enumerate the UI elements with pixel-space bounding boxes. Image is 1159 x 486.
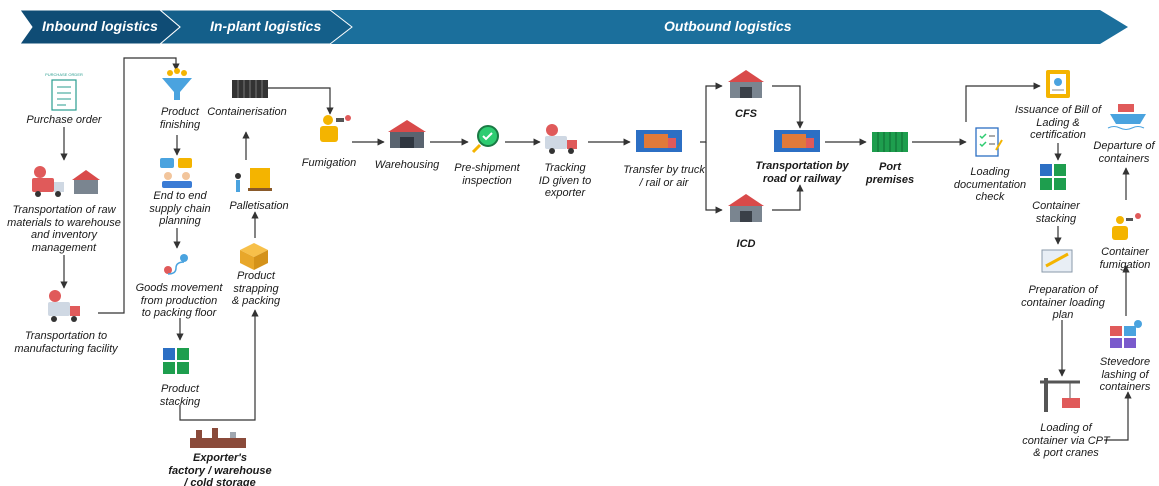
step-supply-chain-planning: End to end supply chain planning bbox=[149, 190, 211, 227]
arrow-container-to-fumigation bbox=[268, 87, 334, 115]
step-warehousing: Warehousing bbox=[374, 159, 440, 171]
truck-warehouse-icon bbox=[32, 166, 100, 197]
step-bill-of-lading: Issuance of Bill of Lading & certificati… bbox=[1014, 104, 1102, 141]
phase-banner bbox=[19, 9, 1128, 45]
banner-inbound bbox=[19, 9, 181, 45]
arrow-stacking-to-strapping bbox=[179, 309, 259, 421]
step-goods-movement: Goods movement from production to packin… bbox=[135, 282, 223, 319]
step-exporter-factory: Exporter's factory / warehouse / cold st… bbox=[168, 452, 272, 486]
step-transport-to-manufacturing: Transportation to manufacturing facility bbox=[14, 330, 118, 355]
truck-icon bbox=[48, 290, 80, 322]
tracking-truck-icon bbox=[545, 124, 577, 154]
step-icd: ICD bbox=[736, 238, 756, 250]
step-port-premises: Port premises bbox=[865, 161, 915, 186]
step-pre-shipment-inspection: Pre-shipment inspection bbox=[454, 162, 520, 187]
arrow-crane-to-stevedore bbox=[1104, 391, 1132, 441]
container-lashing-icon bbox=[1110, 320, 1142, 348]
arrow-cfs-to-road bbox=[772, 85, 804, 129]
arrow-transfer-to-icd bbox=[705, 142, 723, 214]
svg-text:PURCHASE ORDER: PURCHASE ORDER bbox=[45, 72, 83, 77]
step-transfer: Transfer by truck / rail or air bbox=[623, 164, 705, 189]
phase-inbound-logistics: Inbound logistics bbox=[42, 18, 158, 34]
arrow-loadingdoc-to-bol bbox=[965, 82, 1041, 122]
factory-icon bbox=[190, 428, 246, 448]
step-road-or-railway: Transportation by road or railway bbox=[755, 160, 849, 185]
step-loading-documentation: Loading documentation check bbox=[953, 166, 1027, 203]
blueprint-pencil-icon bbox=[1041, 249, 1073, 273]
product-stacking-icon bbox=[163, 348, 189, 374]
crane-icon bbox=[1040, 378, 1080, 412]
magnifier-check-icon bbox=[471, 125, 499, 154]
icd-warehouse-icon bbox=[728, 194, 764, 222]
team-planning-icon bbox=[160, 158, 192, 188]
flow-arrows bbox=[60, 57, 1132, 441]
fumigation-icon bbox=[320, 115, 351, 142]
step-container-fumigation: Container fumigation bbox=[1099, 246, 1151, 271]
container-icon bbox=[232, 80, 268, 98]
step-cfs: CFS bbox=[735, 108, 757, 120]
step-palletisation: Palletisation bbox=[229, 200, 289, 212]
road-rail-truck-icon bbox=[774, 130, 820, 152]
step-product-stacking: Product stacking bbox=[159, 383, 201, 408]
checklist-icon bbox=[975, 127, 1003, 157]
step-crane-loading: Loading of container via CPT & port cran… bbox=[1022, 422, 1110, 459]
container-stacking-icon bbox=[1040, 164, 1066, 190]
step-product-strapping: Product strapping & packing bbox=[231, 270, 281, 307]
phase-outbound-logistics: Outbound logistics bbox=[664, 18, 792, 34]
step-product-finishing: Product finishing bbox=[159, 106, 201, 131]
arrow-icd-to-road bbox=[772, 184, 804, 211]
step-tracking-id: Tracking ID given to exporter bbox=[538, 162, 592, 199]
step-stevedore-lashing: Stevedore lashing of containers bbox=[1099, 356, 1151, 393]
step-fumigation: Fumigation bbox=[301, 157, 357, 169]
arrow-mfg-to-finishing bbox=[98, 57, 180, 314]
banner-outbound bbox=[330, 10, 1128, 44]
warehouse-icon bbox=[388, 120, 426, 148]
clipboard-icon bbox=[1046, 70, 1070, 98]
step-container-loading-plan: Preparation of container loading plan bbox=[1021, 284, 1105, 321]
package-icon bbox=[240, 243, 268, 270]
transfer-truck-icon bbox=[636, 130, 682, 152]
step-purchase-order: Purchase order bbox=[26, 114, 102, 126]
route-icon bbox=[164, 254, 188, 275]
ship-icon bbox=[1107, 104, 1146, 130]
step-departure: Departure of containers bbox=[1093, 140, 1155, 165]
container-fumigation-icon bbox=[1112, 213, 1141, 240]
arrow-transfer-to-cfs bbox=[700, 82, 723, 143]
step-containerisation: Containerisation bbox=[207, 106, 287, 118]
step-container-stacking: Container stacking bbox=[1032, 200, 1080, 225]
pallet-worker-icon bbox=[235, 168, 272, 192]
port-container-icon bbox=[872, 132, 908, 152]
step-raw-materials-transport: Transportation of raw materials to wareh… bbox=[7, 204, 121, 254]
phase-in-plant-logistics: In-plant logistics bbox=[210, 18, 322, 34]
cfs-warehouse-icon bbox=[728, 70, 764, 98]
funnel-icon bbox=[162, 68, 192, 100]
purchase-order-icon: PURCHASE ORDER bbox=[45, 72, 83, 111]
